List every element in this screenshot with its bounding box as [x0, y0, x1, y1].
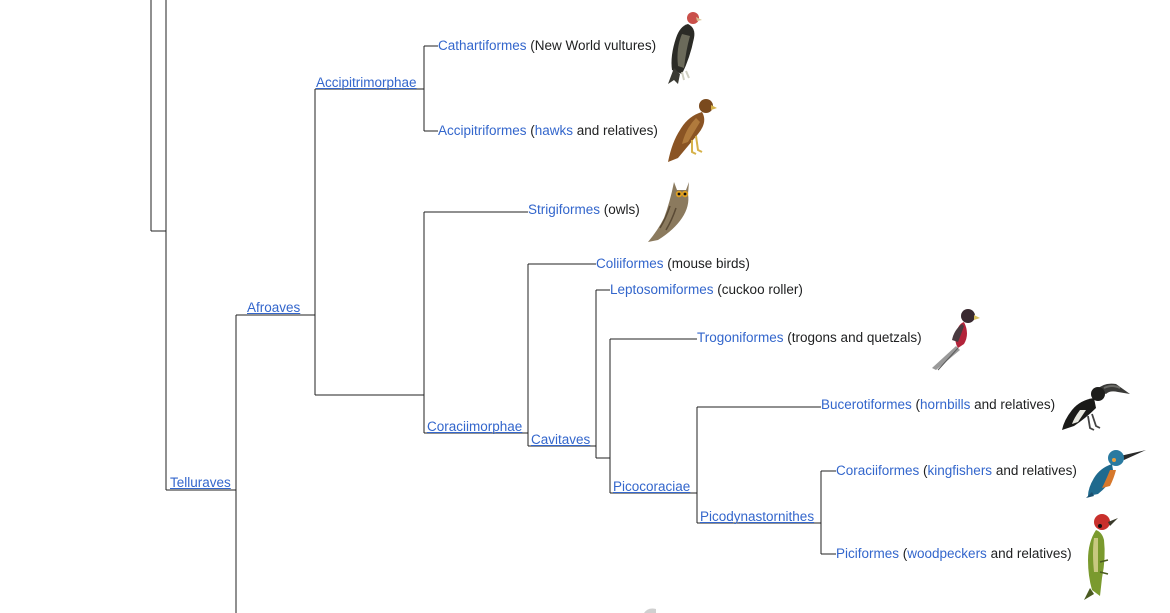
leptosomiformes-common: cuckoo roller [721, 282, 799, 297]
coraciiformes-link[interactable]: Coraciiformes [836, 463, 920, 478]
strigiformes-link[interactable]: Strigiformes [528, 202, 601, 217]
kingfishers-link[interactable]: kingfishers [927, 463, 993, 478]
taxon-bucerotiformes: Bucerotiformes (hornbills and relatives) [821, 397, 1055, 413]
coraciiformes-open: ( [919, 463, 928, 478]
coliiformes-link[interactable]: Coliiformes [596, 256, 664, 271]
trogoniformes-close: ) [917, 330, 922, 345]
coliiformes-close: ) [745, 256, 750, 271]
cathartiformes-close: ) [651, 38, 657, 53]
owl-illustration-icon [648, 182, 689, 242]
trogoniformes-link[interactable]: Trogoniformes [697, 330, 784, 345]
taxon-coliiformes: Coliiformes (mouse birds) [596, 256, 750, 272]
bucerotiformes-link[interactable]: Bucerotiformes [821, 397, 912, 412]
accipitriformes-rest: and relatives) [573, 123, 658, 138]
clade-coraciimorphae[interactable]: Coraciimorphae [427, 419, 523, 434]
clade-cavitaves[interactable]: Cavitaves [531, 432, 591, 447]
leptosomiformes-close: ) [798, 282, 803, 297]
clade-picocoraciae[interactable]: Picocoraciae [613, 479, 691, 494]
clade-telluraves[interactable]: Telluraves [170, 475, 231, 490]
accipitriformes-link[interactable]: Accipitriformes [438, 123, 527, 138]
hornbills-link[interactable]: hornbills [920, 397, 971, 412]
piciformes-rest: and relatives) [986, 546, 1072, 561]
strigiformes-open: ( [600, 202, 609, 217]
cathartiformes-link[interactable]: Cathartiformes [438, 38, 527, 53]
bucerotiformes-rest: and relatives) [970, 397, 1056, 412]
strigiformes-common: owls [608, 202, 636, 217]
woodpeckers-link[interactable]: woodpeckers [907, 546, 987, 561]
piciformes-link[interactable]: Piciformes [836, 546, 900, 561]
partial-bird-illustration-icon [644, 608, 656, 613]
taxon-coraciiformes: Coraciiformes (kingfishers and relatives… [836, 463, 1077, 479]
hawks-link[interactable]: hawks [534, 123, 574, 138]
taxon-accipitriformes: Accipitriformes (hawks and relatives) [438, 123, 658, 139]
vulture-illustration-icon [668, 12, 702, 84]
coraciiformes-rest: and relatives) [992, 463, 1077, 478]
clade-accipitrimorphae[interactable]: Accipitrimorphae [316, 75, 417, 90]
coliiformes-common: mouse birds [671, 256, 746, 271]
cathartiformes-common: New World vultures [534, 38, 652, 53]
strigiformes-close: ) [635, 202, 640, 217]
bucerotiformes-open: ( [911, 397, 921, 412]
trogoniformes-common: trogons and quetzals [791, 330, 918, 345]
coliiformes-open: ( [663, 256, 672, 271]
leptosomiformes-link[interactable]: Leptosomiformes [610, 282, 714, 297]
kingfisher-illustration-icon [1086, 450, 1146, 498]
taxon-cathartiformes: Cathartiformes (New World vultures) [438, 38, 656, 54]
accipitriformes-open: ( [526, 123, 535, 138]
cathartiformes-open: ( [526, 38, 535, 53]
clade-afroaves[interactable]: Afroaves [247, 300, 301, 315]
woodpecker-illustration-icon [1084, 514, 1118, 600]
leptosomiformes-open: ( [713, 282, 722, 297]
taxon-strigiformes: Strigiformes (owls) [528, 202, 640, 218]
hornbill-illustration-icon [1062, 383, 1130, 431]
taxon-trogoniformes: Trogoniformes (trogons and quetzals) [697, 330, 922, 346]
taxon-piciformes: Piciformes (woodpeckers and relatives) [836, 546, 1072, 562]
piciformes-open: ( [899, 546, 908, 561]
trogon-illustration-icon [932, 309, 980, 371]
taxon-leptosomiformes: Leptosomiformes (cuckoo roller) [610, 282, 803, 298]
clade-picodynastornithes[interactable]: Picodynastornithes [700, 509, 815, 524]
hawk-illustration-icon [668, 99, 717, 162]
trogoniformes-open: ( [783, 330, 792, 345]
